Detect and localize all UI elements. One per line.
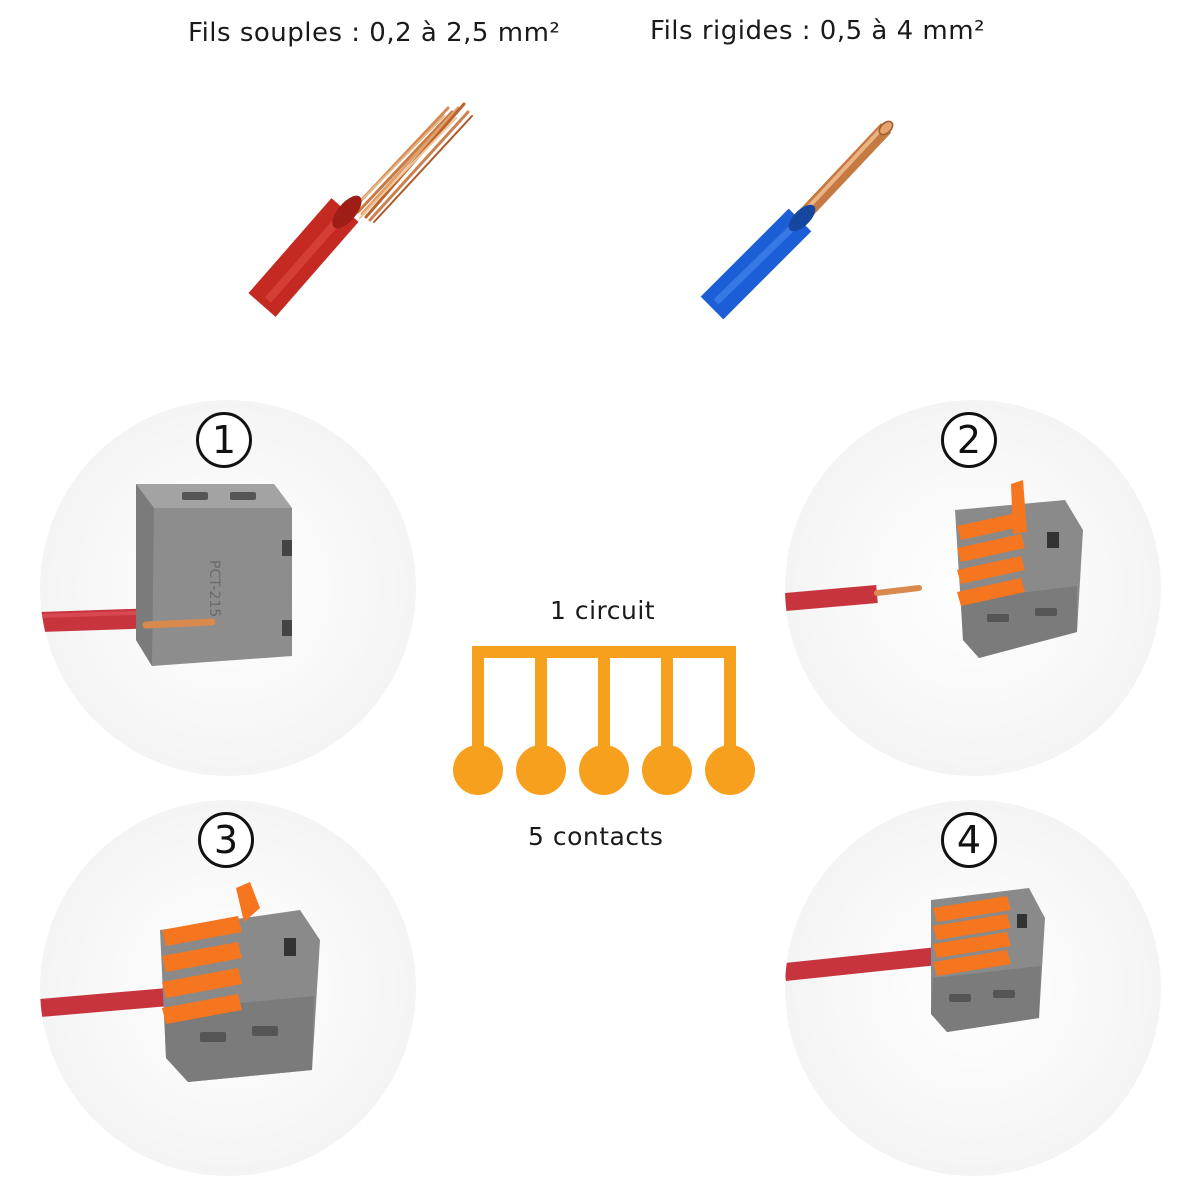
contacts-label: 5 contacts: [528, 822, 664, 851]
rigid-wire-label: Fils rigides : 0,5 à 4 mm²: [650, 16, 985, 46]
step-4-number: 4: [941, 812, 997, 868]
step-4-image: 4: [785, 800, 1161, 1176]
svg-text:PCT-215: PCT-215: [206, 560, 222, 617]
step-2-image: 2: [785, 400, 1161, 776]
contact-dot: [516, 745, 566, 795]
rigid-wire-image: [700, 120, 894, 320]
circuit-label: 1 circuit: [550, 596, 656, 625]
step-3-image: 3: [40, 800, 416, 1176]
circuit-diagram: [453, 646, 755, 795]
contact-dot: [453, 745, 503, 795]
step-2-number: 2: [941, 412, 997, 468]
contact-dot: [642, 745, 692, 795]
circuit-diagram-group: [453, 646, 755, 795]
step-1-image: PCT-215 1: [40, 400, 416, 776]
step-3-number: 3: [198, 812, 254, 868]
contact-dot: [705, 745, 755, 795]
step-1-number: 1: [196, 412, 252, 468]
flexible-wire-image: [248, 102, 473, 317]
wire-illustrations: [248, 102, 894, 320]
contact-dot: [579, 745, 629, 795]
flexible-wire-label: Fils souples : 0,2 à 2,5 mm²: [188, 18, 561, 48]
